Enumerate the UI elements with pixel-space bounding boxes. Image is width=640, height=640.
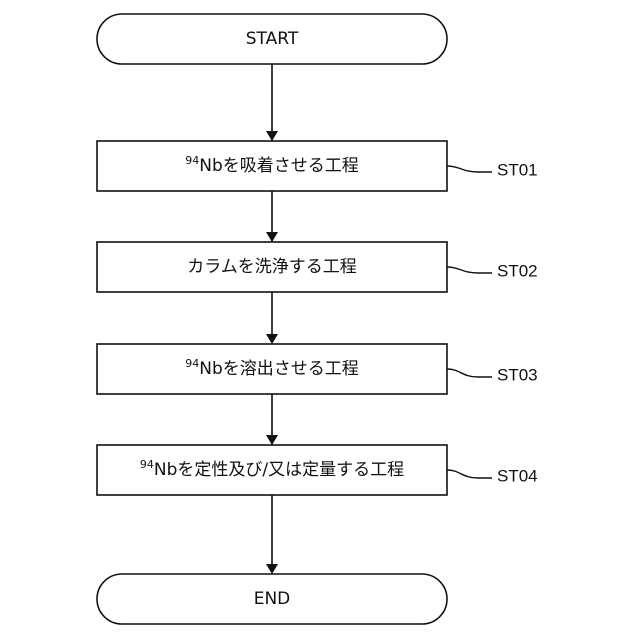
end-label: END [254, 589, 291, 609]
step-label-st03: ST03 [497, 366, 538, 385]
process-text-st01: 94Nbを吸着させる工程 [185, 154, 359, 177]
leader-line-st04 [447, 470, 492, 478]
end-terminal: END [97, 574, 447, 624]
process-text-st02: カラムを洗浄する工程 [187, 257, 357, 277]
leader-line-st01 [447, 166, 492, 172]
process-label: Nbを吸着させる工程 [199, 156, 359, 176]
leader-line-st03 [447, 369, 492, 377]
start-label: START [246, 29, 299, 49]
superscript-94: 94 [185, 357, 199, 370]
leader-line-st02 [447, 267, 492, 273]
superscript-94: 94 [140, 458, 154, 471]
process-box-st02: カラムを洗浄する工程 [97, 242, 447, 292]
process-label: Nbを溶出させる工程 [199, 359, 359, 379]
process-text-st04: 94Nbを定性及び/又は定量する工程 [140, 458, 404, 481]
process-box-st04: 94Nbを定性及び/又は定量する工程 [97, 445, 447, 495]
step-label-st01: ST01 [497, 161, 538, 180]
start-terminal: START [97, 14, 447, 64]
process-text-st03: 94Nbを溶出させる工程 [185, 357, 359, 380]
process-box-st01: 94Nbを吸着させる工程 [97, 141, 447, 191]
process-label: Nbを定性及び/又は定量する工程 [154, 460, 404, 480]
process-box-st03: 94Nbを溶出させる工程 [97, 344, 447, 394]
step-label-st02: ST02 [497, 262, 538, 281]
step-label-st04: ST04 [497, 467, 538, 486]
superscript-94: 94 [185, 154, 199, 167]
